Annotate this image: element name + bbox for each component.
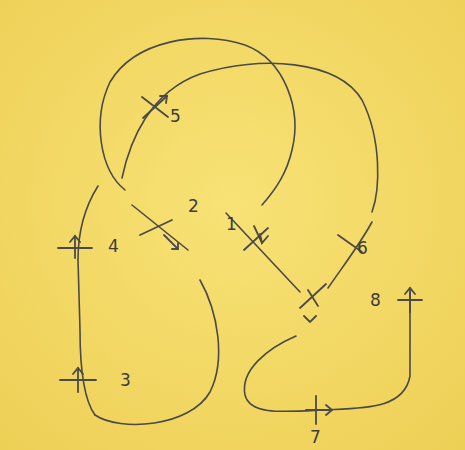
crossing-number: 6 — [357, 240, 368, 257]
crossing-number: 1 — [226, 216, 237, 233]
crossing-number: 3 — [120, 372, 131, 389]
crossing-number: 5 — [170, 108, 181, 125]
crossing-number: 7 — [310, 429, 321, 446]
crossing-number: 4 — [108, 238, 119, 255]
knot-strands — [78, 38, 410, 424]
crossing-number: 2 — [188, 198, 199, 215]
crossing-number: 8 — [370, 292, 381, 309]
crossing-marks — [58, 96, 422, 424]
